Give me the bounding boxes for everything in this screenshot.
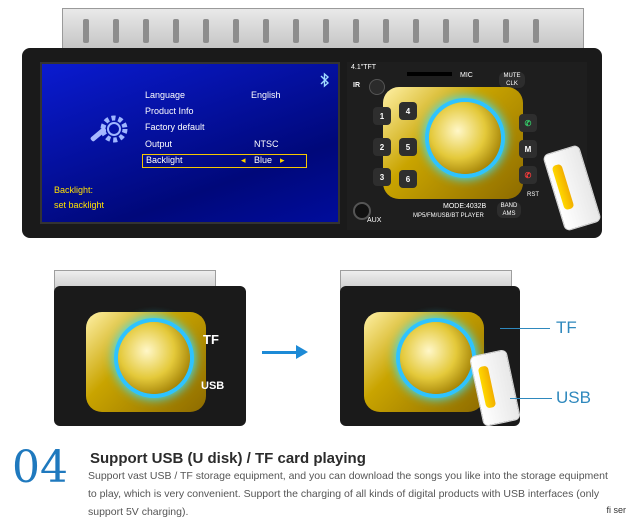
tf-slot[interactable] [407,72,452,76]
left-tf-label: TF [203,332,219,347]
backlight-highlight[interactable] [142,154,307,168]
right-arrow-icon [296,345,308,359]
watermark: fi ser [606,505,626,515]
menu-output-label[interactable]: Output [145,139,173,149]
rst-label: RST [527,192,539,198]
feature-number: 04 [12,442,68,493]
hint-line-1: Backlight: [54,185,94,195]
usb-callout-label: USB [556,388,591,407]
preset-3-button[interactable]: 3 [373,168,391,186]
vent-slot [503,19,509,43]
vent-slot [173,19,179,43]
band-ams-button[interactable]: BAND AMS [497,202,521,218]
menu-output-value: NTSC [254,139,279,149]
preset-2-button[interactable]: 2 [373,138,391,156]
vent-slot [533,19,539,43]
settings-gear-icon [90,115,128,143]
vent-slot [233,19,239,43]
backlight-left-arrow-icon[interactable]: ◂ [241,155,246,165]
hangup-icon[interactable]: ✆ [519,166,537,184]
ir-sensor [369,79,385,95]
left-usb-label: USB [201,380,225,392]
answer-call-icon[interactable]: ✆ [519,114,537,132]
menu-product-info-label[interactable]: Product Info [145,106,194,116]
tf-callout-label: TF [556,318,577,337]
aux-jack[interactable] [353,202,371,220]
vent-slot [383,19,389,43]
right-volume-knob [400,322,472,394]
tft-size-label: 4.1"TFT [351,64,377,71]
control-panel: 4.1"TFT IR MIC MUTE CLK 1 2 3 4 5 6 ✆ M … [347,62,587,230]
ir-label: IR [353,82,360,89]
volume-knob[interactable] [429,102,501,174]
vent-slot [113,19,119,43]
vent-slot [143,19,149,43]
mute-clk-button[interactable]: MUTE CLK [499,72,525,88]
preset-4-button[interactable]: 4 [399,102,417,120]
menu-backlight-label[interactable]: Backlight [146,155,183,165]
model-label: MODE:4032B [443,203,487,210]
menu-backlight-value: Blue [254,155,273,165]
vent-slot [473,19,479,43]
preset-1-button[interactable]: 1 [373,107,391,125]
vent-slot [323,19,329,43]
menu-language-value: English [251,90,281,100]
vent-slot [263,19,269,43]
mic-label: MIC [460,72,473,79]
hint-line-2: set backlight [54,200,105,210]
vent-slot [443,19,449,43]
aux-label: AUX [367,217,382,224]
vent-slot [83,19,89,43]
preset-5-button[interactable]: 5 [399,138,417,156]
feature-title: Support USB (U disk) / TF card playing [90,450,366,467]
vent-slot [413,19,419,43]
backlight-right-arrow-icon[interactable]: ▸ [280,155,285,165]
arrow-line [262,351,298,354]
player-label: MP5/FM/USB/BT PLAYER [413,213,484,219]
vent-slot [293,19,299,43]
tf-callout-line [500,328,550,329]
menu-language-label[interactable]: Language [145,90,186,100]
left-volume-knob [118,322,190,394]
vent-slot [203,19,209,43]
usb-callout-line [510,398,552,399]
feature-description: Support vast USB / TF storage equipment,… [88,470,608,518]
preset-6-button[interactable]: 6 [399,170,417,188]
tft-screen: Language English Product Info Factory de… [40,62,340,224]
menu-factory-default-label[interactable]: Factory default [145,122,205,132]
mode-button[interactable]: M [519,140,537,158]
vent-slot [353,19,359,43]
bluetooth-icon [320,72,330,88]
